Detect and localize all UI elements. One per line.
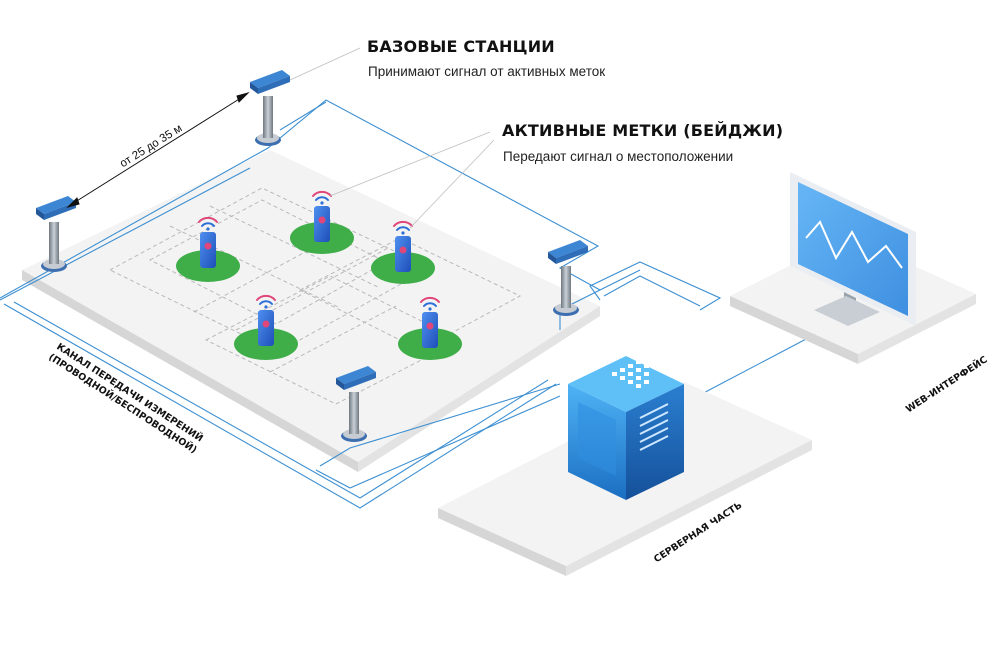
tag-zone xyxy=(176,222,462,360)
active-tags-title: АКТИВНЫЕ МЕТКИ (БЕЙДЖИ) xyxy=(502,121,784,140)
base-station-icon xyxy=(36,70,588,442)
distance-arrow xyxy=(66,92,250,208)
leader-lines xyxy=(289,47,495,229)
base-stations-description: Принимают сигнал от активных меток xyxy=(368,64,606,79)
floor-platform xyxy=(22,150,600,472)
server-icon xyxy=(568,356,684,500)
wifi-icon xyxy=(198,190,440,311)
base-stations-title: БАЗОВЫЕ СТАНЦИИ xyxy=(367,37,555,56)
monitor-icon xyxy=(790,172,916,326)
badge-icon xyxy=(200,206,438,348)
measurement-channel-cables xyxy=(0,99,847,509)
active-tags-description: Передают сигнал о местоположении xyxy=(503,149,734,164)
